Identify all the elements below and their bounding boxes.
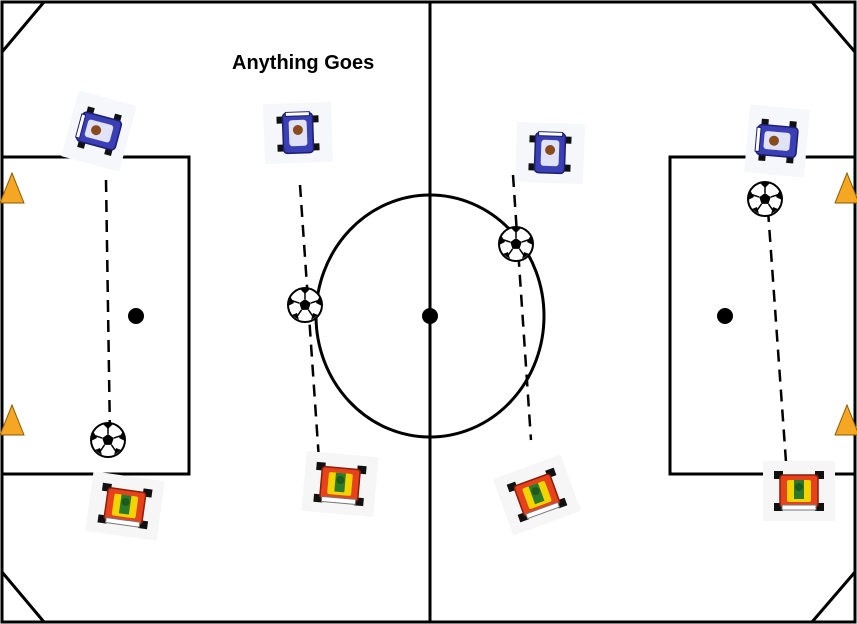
red-rc-car-icon bbox=[493, 454, 581, 535]
pass-lines bbox=[106, 175, 787, 476]
soccer-ball-icon bbox=[288, 288, 322, 322]
pass-line bbox=[768, 210, 787, 476]
soccer-ball-icon bbox=[748, 182, 782, 216]
soccer-ball-icon bbox=[499, 227, 533, 261]
blue-rc-car-icon bbox=[263, 102, 333, 164]
cone-icon bbox=[0, 173, 24, 203]
red-rc-car-icon bbox=[763, 461, 835, 521]
blue-rc-car-icon bbox=[744, 105, 810, 178]
pass-line bbox=[106, 180, 110, 436]
left-penalty-box bbox=[2, 157, 189, 474]
soccer-ball-icon bbox=[91, 423, 125, 457]
pass-line bbox=[513, 175, 531, 440]
blue-rc-car-icon bbox=[61, 90, 137, 171]
red-rc-car-icon bbox=[302, 451, 379, 517]
left-penalty-spot bbox=[128, 308, 144, 324]
right-penalty-spot bbox=[717, 308, 733, 324]
red-rc-car-icon bbox=[85, 471, 165, 540]
cone-icon bbox=[0, 405, 24, 435]
diagram-title: Anything Goes bbox=[232, 52, 374, 75]
blue-rc-car-icon bbox=[515, 122, 585, 184]
center-spot bbox=[422, 308, 438, 324]
